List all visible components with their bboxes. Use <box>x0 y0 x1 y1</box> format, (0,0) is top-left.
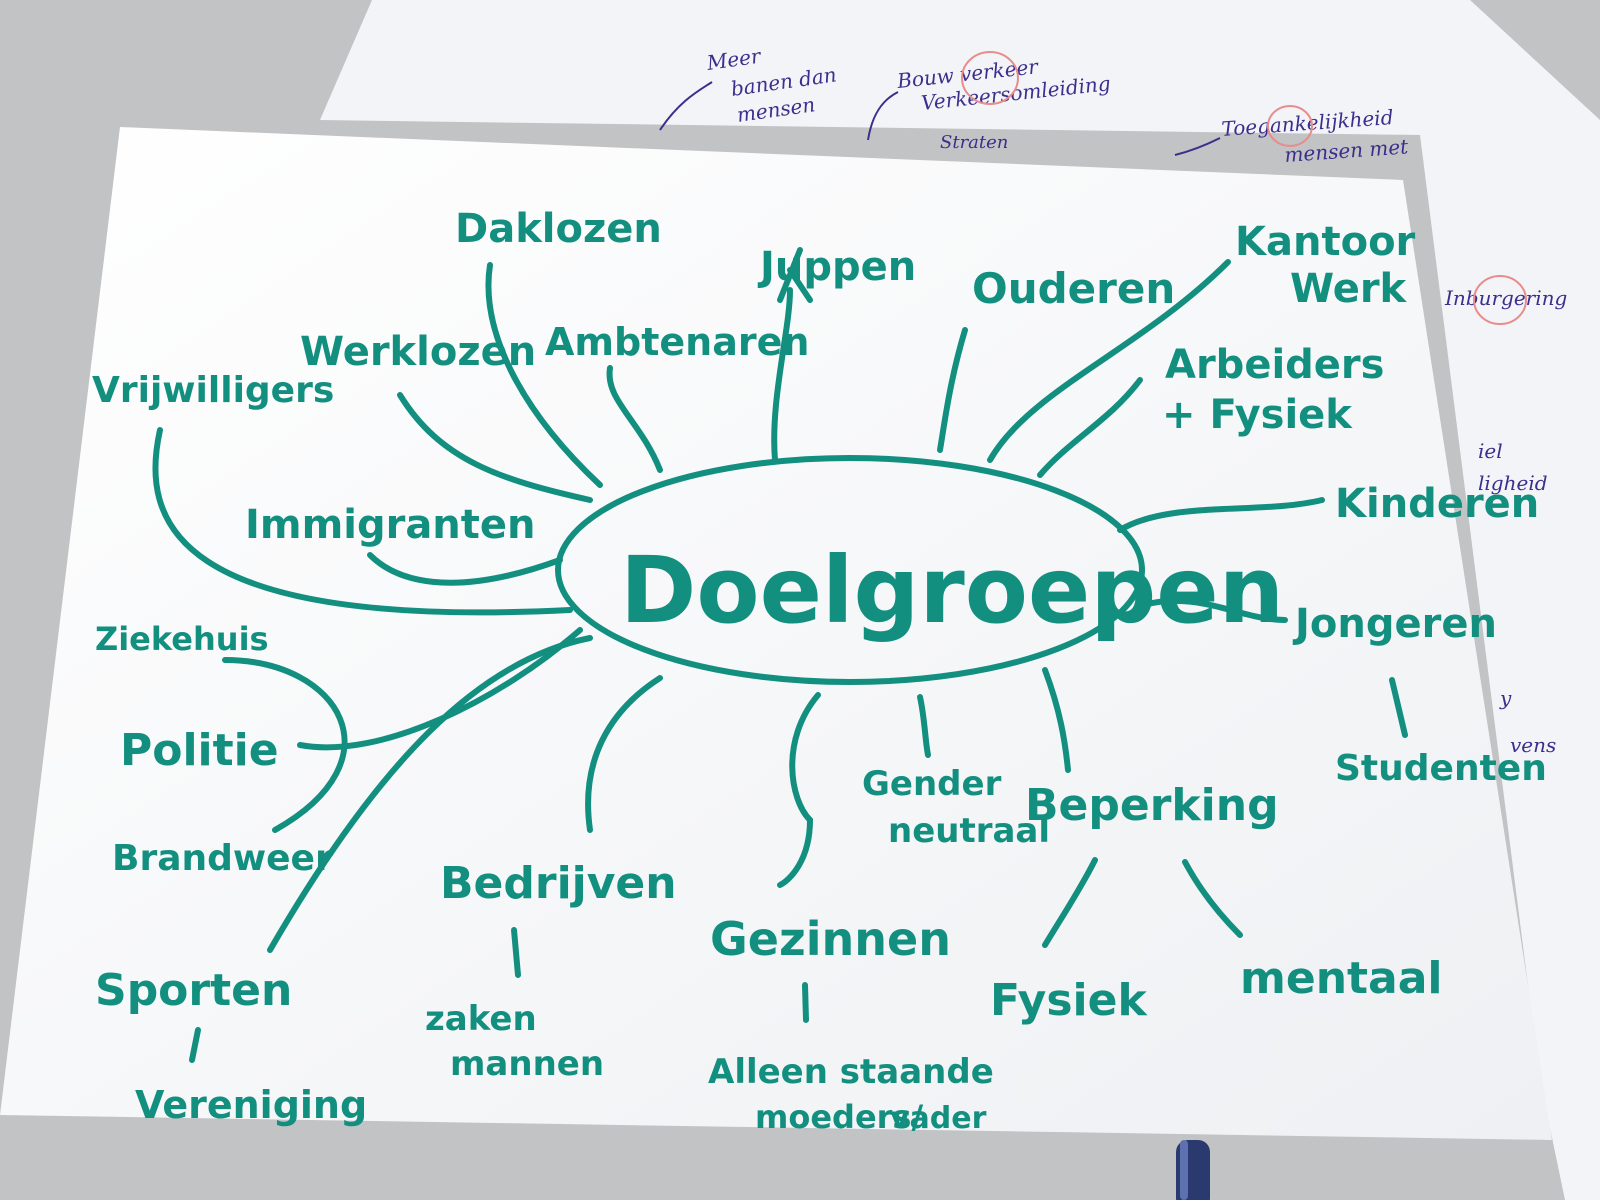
connector-sporten <box>267 635 593 953</box>
center-oval <box>555 455 1145 685</box>
label-zaken: zaken <box>425 999 537 1039</box>
label-vrijwilligers: Vrijwilligers <box>92 370 334 411</box>
label-politie: Politie <box>120 725 279 776</box>
label-fysiek: Fysiek <box>990 975 1148 1026</box>
front-sheet-paper <box>0 127 1552 1140</box>
connector-juppen-mark <box>777 247 813 303</box>
connector-juppen <box>771 287 793 463</box>
label-sporten: Sporten <box>95 965 292 1016</box>
connector-jongeren <box>1140 597 1288 623</box>
label-gezinnen: Gezinnen <box>710 912 951 966</box>
label-jongeren: Jongeren <box>1292 601 1497 647</box>
label-alleenstaande: Alleen staande <box>708 1052 994 1092</box>
connector-werklozen <box>397 392 593 503</box>
connector-ouderen <box>937 327 968 453</box>
label-brandweer: Brandweer <box>112 838 333 879</box>
connector-kinderen <box>1117 497 1325 533</box>
pen-stroke <box>659 81 713 131</box>
connector-ambtenaren <box>606 365 663 473</box>
label-ouderen: Ouderen <box>972 264 1175 313</box>
note-edge: y <box>1499 686 1512 710</box>
connector-immigranten <box>367 552 563 586</box>
connector-bedrijven <box>585 675 663 833</box>
back-sheet-paper <box>320 0 1600 1200</box>
label-werk: Werk <box>1290 266 1408 312</box>
connector-arbeiders <box>1037 377 1143 478</box>
connector-fysiek <box>1042 857 1098 948</box>
red-circle-mark <box>961 51 1019 105</box>
label-immigranten: Immigranten <box>245 502 536 548</box>
pen-object <box>1176 1140 1210 1200</box>
label-gender: Gender <box>862 764 1002 804</box>
note-veiligheid: ligheid <box>1478 471 1548 495</box>
connector-vrijwilligers <box>152 427 573 616</box>
red-circle-mark <box>1267 105 1313 147</box>
label-vader: vader <box>890 1101 987 1136</box>
red-circle-mark <box>1473 275 1527 325</box>
connector-zakenmannen <box>511 927 521 978</box>
label-werklozen: Werklozen <box>300 329 536 375</box>
note-inburgering: Inburgering <box>1444 286 1567 310</box>
connector-ziekehuis-brandweer <box>222 657 348 833</box>
label-daklozen: Daklozen <box>455 206 662 252</box>
connector-gezinnen <box>777 692 821 888</box>
mindmap-connectors <box>152 247 1408 1063</box>
connector-studenten <box>1389 677 1408 738</box>
connector-daklozen <box>485 262 603 488</box>
note-edge: vens <box>1510 733 1556 757</box>
connector-gender <box>917 694 931 758</box>
label-beperking: Beperking <box>1025 780 1279 831</box>
pen-highlight <box>1180 1140 1188 1200</box>
connector-kantoor <box>987 259 1231 463</box>
pen-stroke <box>1174 137 1221 156</box>
label-kinderen: Kinderen <box>1335 481 1539 527</box>
label-vereniging: Vereniging <box>135 1083 367 1127</box>
label-kantoor: Kantoor <box>1235 219 1416 265</box>
label-mentaal: mentaal <box>1240 953 1443 1004</box>
label-ziekehuis: Ziekehuis <box>95 620 269 658</box>
label-neutraal: neutraal <box>888 811 1050 851</box>
connector-vereniging <box>189 1027 201 1063</box>
pen-stroke <box>867 91 899 141</box>
connector-mentaal <box>1182 859 1243 938</box>
label-moeders: moeders/ <box>755 1098 923 1136</box>
connector-alleenstaande <box>802 982 809 1023</box>
label-studenten: Studenten <box>1335 748 1547 789</box>
connector-politie <box>297 627 583 751</box>
label-juppen: Juppen <box>757 244 916 290</box>
label-ambtenaren: Ambtenaren <box>545 320 809 364</box>
label-arbeiders: Arbeiders <box>1165 342 1384 388</box>
note-straten: Straten <box>940 132 1008 153</box>
connector-beperking <box>1042 667 1071 773</box>
mindmap-labels: Daklozen Juppen Ouderen Kantoor Werk Wer… <box>92 206 1547 1136</box>
label-fysiek-arbeid: + Fysiek <box>1162 392 1353 438</box>
label-mannen: mannen <box>450 1044 604 1084</box>
note-veiligheid: iel <box>1478 439 1503 463</box>
center-label: Doelgroepen <box>620 537 1284 644</box>
label-bedrijven: Bedrijven <box>440 858 677 909</box>
